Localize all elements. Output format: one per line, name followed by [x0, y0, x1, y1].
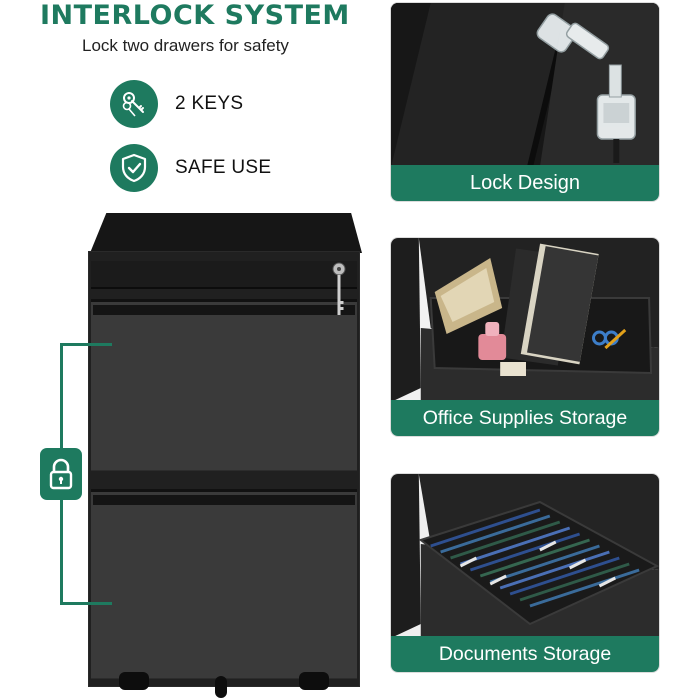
documents-storage-photo: [391, 474, 659, 638]
drawer-handle: [93, 305, 355, 315]
panel-lock-design: Lock Design: [390, 2, 660, 202]
keys-icon: [110, 80, 158, 128]
panel-office-supplies: Office Supplies Storage: [390, 237, 660, 437]
cabinet-drawer-bottom: [91, 489, 357, 679]
feature-safe-use-label: SAFE USE: [175, 157, 272, 178]
caster-wheel: [215, 676, 227, 698]
lock-design-caption: Lock Design: [391, 165, 659, 201]
headline-subtitle: Lock two drawers for safety: [82, 36, 289, 55]
filing-cabinet-image: [85, 213, 365, 700]
cabinet-top: [90, 213, 362, 253]
feature-keys-label: 2 KEYS: [175, 93, 244, 114]
office-supplies-caption: Office Supplies Storage: [391, 400, 659, 436]
panel-documents-storage: Documents Storage: [390, 473, 660, 673]
shield-check-icon: [110, 144, 158, 192]
feature-safe-use: SAFE USE: [110, 144, 271, 192]
cabinet-lip: [91, 261, 357, 289]
cabinet-key-icon: [332, 262, 346, 315]
drawer-handle: [93, 495, 355, 505]
cabinet-drawer-top: [91, 299, 357, 471]
padlock-icon: [40, 448, 82, 500]
feature-keys: 2 KEYS: [110, 80, 243, 128]
office-supplies-photo: [391, 238, 659, 402]
lock-design-photo: [391, 3, 659, 167]
caster-wheel: [119, 672, 149, 690]
headline-title: INTERLOCK SYSTEM: [40, 0, 350, 31]
documents-storage-caption: Documents Storage: [391, 636, 659, 672]
caster-wheel: [299, 672, 329, 690]
